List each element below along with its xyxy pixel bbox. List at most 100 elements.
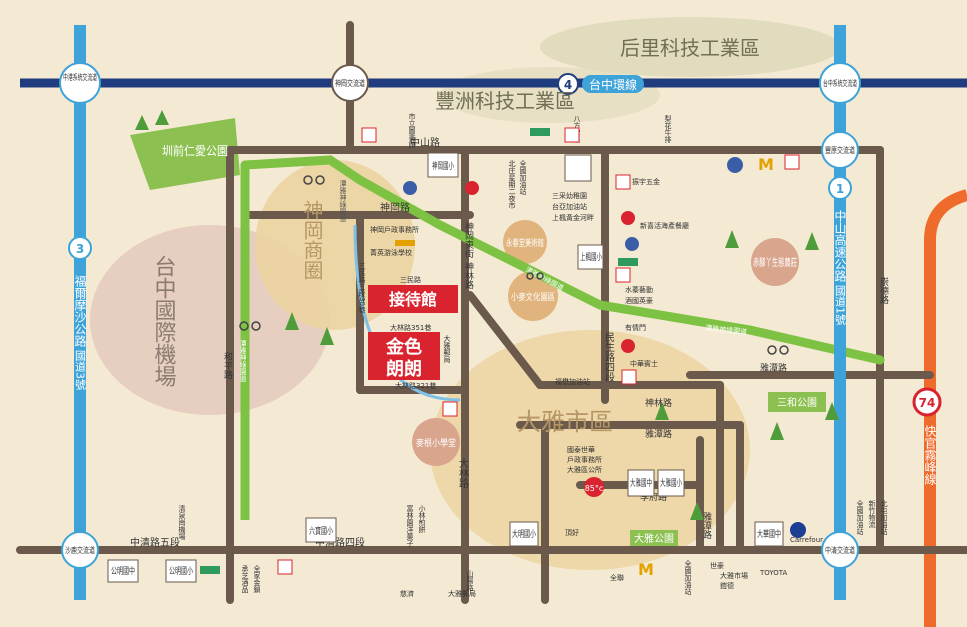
poi-shengang-household: 神岡戶政事務所 (370, 225, 419, 234)
poi-benz: 中華賓士 (630, 359, 658, 368)
gongming-jr-label: 公明國中 (111, 565, 135, 577)
interchange-shalu-label: 沙鹿交流道 (65, 545, 95, 555)
interchange-shengang: 神岡交流道 (331, 64, 369, 102)
swimmer-icon (395, 240, 415, 246)
dalin-321-label: 大林路321巷 (395, 381, 436, 390)
nat3-shield-number: 3 (76, 242, 84, 256)
daya-elem-box (657, 469, 685, 497)
shanyang-road-label: 山陽路 (466, 569, 474, 592)
nat1-number-label: 國道1號 (834, 285, 847, 326)
reception-box[interactable]: 接待館 (368, 285, 458, 313)
poi-ccn-airport: 清泉崗機場 (178, 504, 186, 541)
dalin-351-label: 大林路351巷 (390, 323, 431, 332)
gongming-jr-box (107, 559, 139, 583)
hw74-name: 快官霧峰線 (923, 425, 937, 485)
ring-road-label: 台中環線 (589, 77, 637, 92)
nat3-label: 3 福爾摩沙公路 國道3號 (68, 236, 92, 391)
houli-zone-blob (540, 17, 840, 77)
minsheng-road-label: 民生路四段 (603, 332, 615, 383)
poi-night-market: 北庄星期二夜市 (508, 160, 516, 210)
poi-gas-south: 全國加油站 (684, 559, 692, 596)
poi-beitun-gas: 北屯加油站 (880, 500, 888, 536)
houli-zone-label: 后里科技工業區 (620, 36, 760, 60)
shengang-zone-label: 神岡商圈 (300, 200, 324, 280)
poi-gate: 有情門 (625, 323, 646, 332)
gongming-elem-box (165, 559, 197, 583)
daya-park-label: 大雅公園 (634, 532, 674, 545)
interchange-shengang-label: 神岡交流道 (335, 78, 365, 88)
shenlin-road-label: 神林路 (463, 261, 474, 290)
seven-eleven-icon (277, 127, 800, 575)
poi-bakery: 富林園洋菓子 (406, 504, 414, 547)
greenway-label-2: 潭雅神綠園道 (705, 323, 748, 336)
expressway-74 (924, 189, 967, 627)
poi-tzuchi: 慈濟 (400, 589, 414, 598)
svg-text:M: M (638, 560, 654, 579)
dalin-road-label: 大林路 (457, 457, 469, 489)
poi-art: 水蓁藝動 (625, 285, 653, 294)
project-name-line2: 朗朗 (386, 359, 422, 380)
liubao-elem-box (305, 517, 337, 543)
poi-seafood: 新喜活海產餐廳 (640, 221, 689, 230)
poi-gas-east: 全國加油站 (856, 499, 864, 536)
cyclist-icon (239, 175, 789, 355)
nat1-name-label: 中山高速公路 (833, 209, 847, 283)
poi-kaide: 鎧德 (720, 581, 734, 590)
daya-zone-label: 大雅市區 (517, 408, 613, 436)
greenway-label-3: 潭雅神綠園道 (239, 339, 247, 383)
poi-lihua: 梨花牛排 (664, 114, 672, 144)
maigen-label: 麥根小學堂 (416, 437, 456, 449)
ring-road-shield: 4 台中環線 (557, 73, 644, 95)
interchange-zhonggang-label: 中港系統交流道 (63, 72, 97, 82)
zhenqian-park-label: 圳前仁愛公園 (162, 143, 228, 158)
sanmin-30-label: 三民路三段30巷 (358, 262, 366, 313)
interchange-fengyuan-label: 豐原交流道 (825, 145, 855, 155)
interchange-taichung-sys-label: 台中系統交流道 (823, 78, 857, 88)
daya-jr-box (627, 469, 655, 497)
xiaomai-label: 小麥文化園區 (511, 291, 555, 303)
shengang-road-label: 神岡路 (380, 201, 410, 214)
poi-riverside: 上楓黃金河畔 (552, 213, 594, 222)
poi-daya-market: 大雅市場 (720, 571, 748, 580)
poi-quanjia-gas: 全國加油站 (519, 159, 527, 196)
poi-toyota: TOYOTA (759, 569, 788, 577)
poi-taiya-gas: 台亞加油站 (552, 202, 587, 211)
airport-zone-label: 台中國際機場 (151, 255, 177, 387)
sanhe-park-label: 三和公園 (777, 397, 817, 409)
svg-text:M: M (758, 155, 774, 174)
poi-logistics: 新竹物流 (868, 499, 876, 529)
daya-jr-label: 大雅國中 (630, 477, 652, 489)
tree-cluster-icon (135, 110, 839, 520)
poi-dingding: 頂好 (565, 528, 579, 537)
sanmin-road-label: 三民路 (400, 275, 421, 284)
interchange-zhongqing: 中清交流道 (821, 531, 859, 569)
project-name-line1: 金色 (385, 336, 422, 358)
nat1-label: 1 中山高速公路 國道1號 (828, 176, 852, 326)
nat3-number-label: 國道3號 (74, 350, 87, 391)
hw74-number: 74 (919, 396, 936, 410)
yongchun-circle (503, 220, 547, 264)
xiaomai-circle (508, 271, 558, 321)
daya-elem-label: 大雅國小 (660, 477, 682, 489)
project-box[interactable]: 金色 朗朗 (368, 332, 440, 380)
poi-post: 大雅郵局 (443, 334, 451, 364)
nat1-shield-number: 1 (836, 182, 844, 196)
daming-elem-box (509, 521, 539, 547)
maigen-circle (412, 418, 460, 466)
85c-icon: 85°c (584, 477, 604, 497)
shengang-elem-label: 神岡國小 (432, 160, 454, 172)
interchange-zhongqing-label: 中清交流道 (825, 545, 855, 555)
ring-no-label: 4 (564, 78, 572, 92)
shenlin-diagonal (466, 291, 544, 389)
poi-fudi-gas: 福懋加油站 (555, 377, 590, 386)
shenlin-road-east-label: 神林路 (645, 397, 672, 409)
poi-hardware: 振宇五金 (632, 177, 660, 186)
daya-park-box (630, 530, 678, 546)
poi-liquor-2: 承芝酒品 (241, 564, 249, 594)
poi-carrefour: Carrefour (790, 536, 823, 544)
poi-library: 市立圖書館 (408, 112, 416, 149)
poi-district-office: 大雅區公所 (567, 465, 602, 474)
svg-text:85°c: 85°c (585, 484, 604, 493)
sanhe-park-box (768, 392, 826, 412)
